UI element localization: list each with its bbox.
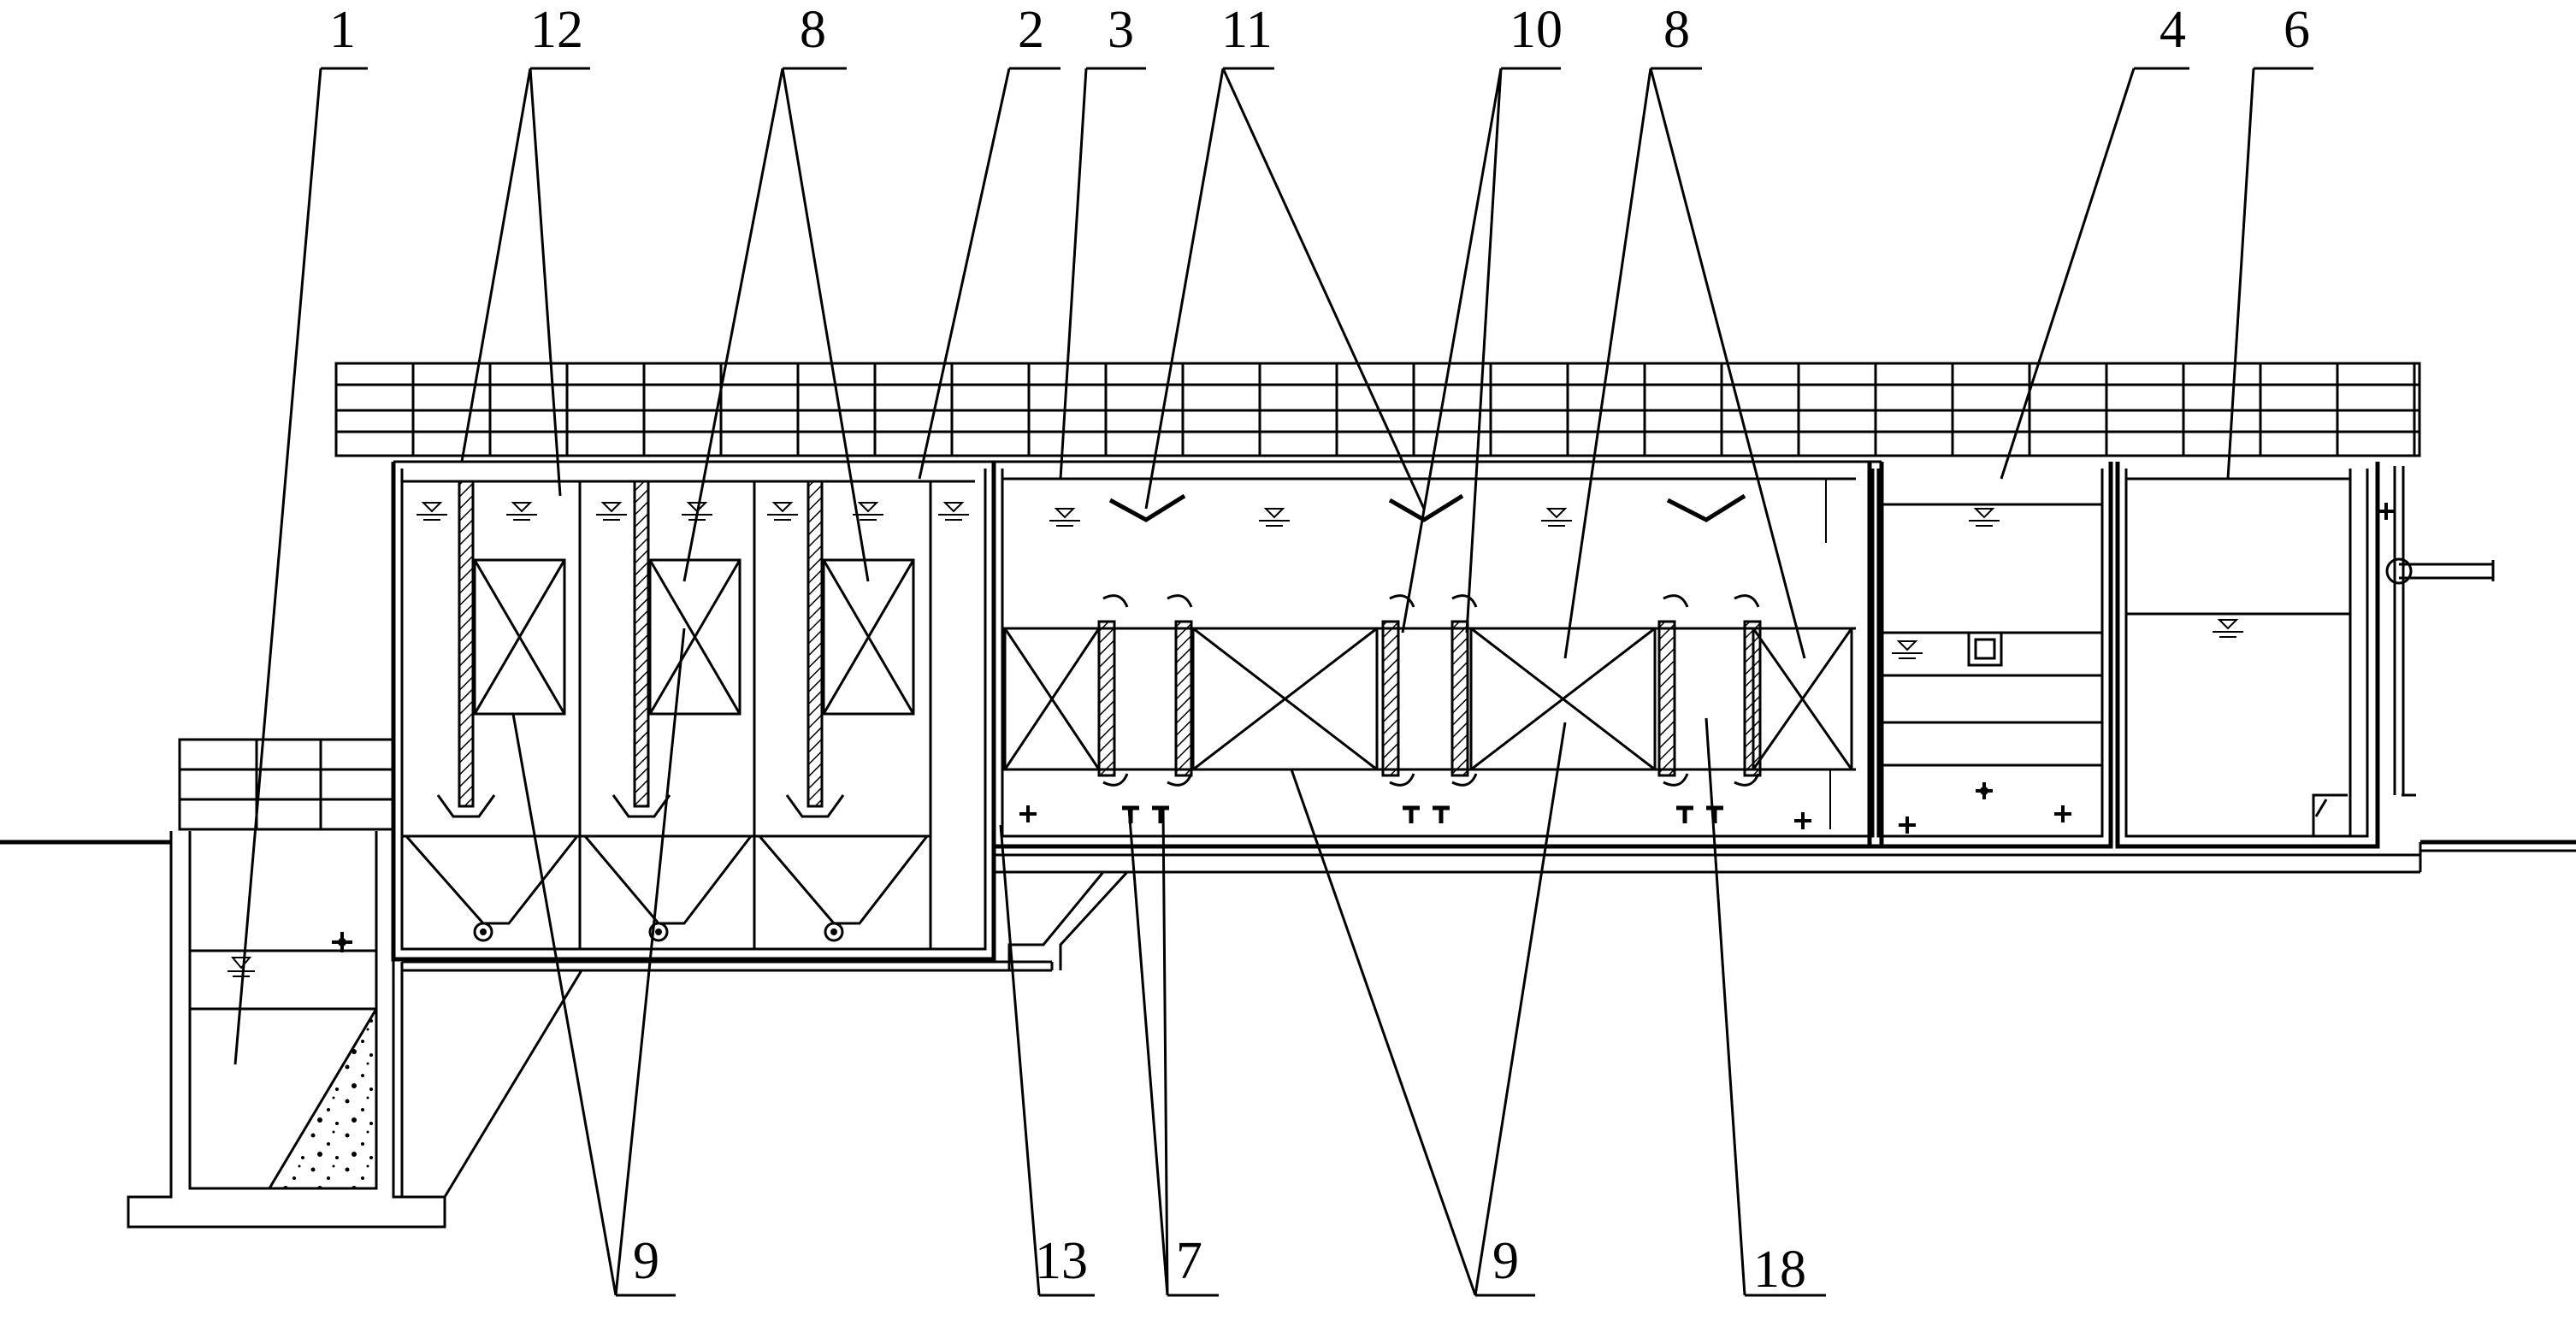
water-level-icon — [771, 502, 794, 513]
packing-box — [822, 558, 915, 716]
water-level-icon — [227, 957, 255, 977]
label-11: 11 — [1221, 1, 1273, 59]
clear-water-tank — [2115, 462, 2495, 849]
diffuser-icon — [332, 932, 352, 952]
contact-oxidation-tank — [991, 460, 2422, 970]
label-18: 18 — [1753, 1241, 1806, 1299]
hatched-baffle — [1450, 620, 1469, 777]
label-8-left: 8 — [800, 1, 826, 59]
part-number-labels: 1 12 8 2 3 11 10 8 4 6 9 13 7 9 18 — [329, 1, 2310, 1299]
label-9-right: 9 — [1492, 1232, 1519, 1290]
packing-box — [473, 558, 566, 716]
inlet-chamber — [127, 738, 446, 1229]
ground-line — [0, 840, 2576, 852]
hydrolysis-tanks — [391, 460, 1054, 1199]
label-7: 7 — [1176, 1232, 1202, 1290]
leader-lines — [233, 67, 2313, 1297]
water-level-icon — [686, 502, 708, 513]
water-level-icon — [1054, 508, 1076, 519]
packing-box — [648, 558, 741, 716]
label-2: 2 — [1018, 1, 1044, 59]
label-13: 13 — [1035, 1232, 1088, 1290]
water-level-icon — [511, 502, 533, 513]
hatched-baffle — [1743, 620, 1762, 777]
water-level-icon — [1896, 640, 1918, 651]
packing-box — [1191, 627, 1379, 771]
label-12: 12 — [530, 1, 583, 59]
hatched-baffle — [1657, 620, 1676, 777]
hatched-baffle — [1381, 620, 1400, 777]
water-level-icon — [1973, 508, 1995, 519]
packing-box — [1469, 627, 1657, 771]
water-level-icon — [600, 502, 623, 513]
label-9-left: 9 — [633, 1232, 659, 1290]
top-railing — [334, 362, 2421, 457]
hatched-baffle — [1174, 620, 1193, 777]
label-10: 10 — [1510, 1, 1563, 59]
water-level-icon — [857, 502, 879, 513]
label-6: 6 — [2284, 1, 2310, 59]
label-4: 4 — [2159, 1, 2186, 59]
hatched-baffle — [1097, 620, 1116, 777]
label-8-right: 8 — [1663, 1, 1690, 59]
label-3: 3 — [1108, 1, 1134, 59]
water-level-icon — [1263, 508, 1285, 519]
water-level-icon — [942, 502, 965, 513]
water-level-icon — [421, 502, 443, 513]
water-level-icon — [1545, 508, 1568, 519]
water-level-icon — [2217, 619, 2239, 630]
sedimentation-tank — [1867, 462, 2113, 849]
label-1: 1 — [329, 1, 356, 59]
